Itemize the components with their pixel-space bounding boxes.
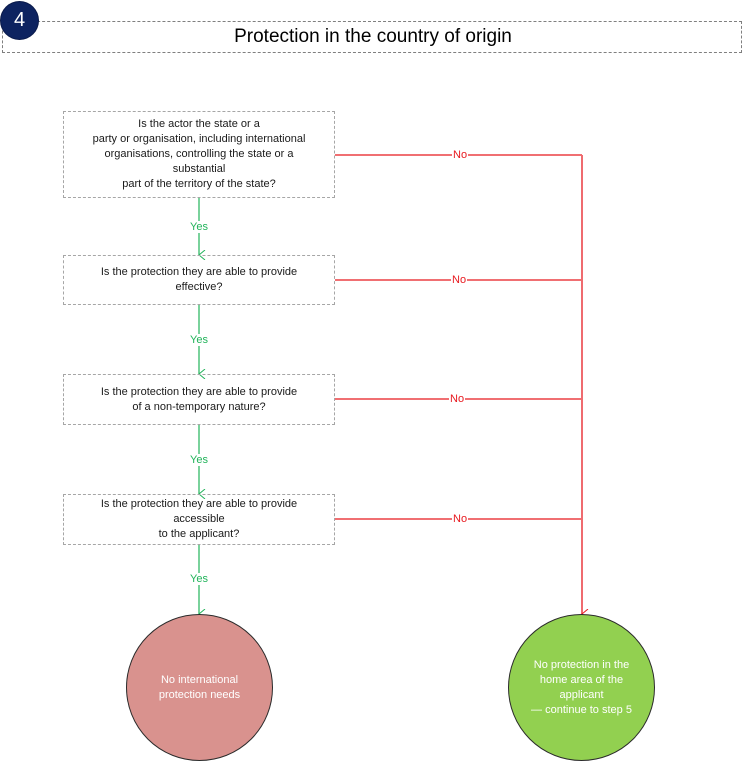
outcome-continue-step-5: No protection in the home area of the ap… (508, 614, 655, 761)
question-text: Is the protection they are able to provi… (100, 498, 298, 540)
question-text: Is the actor the state or a party or org… (92, 118, 306, 190)
step-title: Protection in the country of origin (234, 26, 512, 47)
yes-label-q3: Yes (189, 454, 209, 466)
outcome-text: No protection in the home area of the ap… (531, 658, 632, 716)
no-label-q2: No (451, 274, 468, 286)
question-box-non-temporary: Is the protection they are able to provi… (63, 374, 335, 425)
question-box-state-actor: Is the actor the state or a party or org… (63, 111, 335, 198)
yes-label-q1: Yes (189, 221, 209, 233)
outcome-no-protection-needs: No international protection needs (126, 614, 273, 761)
question-box-accessible: Is the protection they are able to provi… (63, 494, 335, 545)
no-label-q4: No (452, 513, 469, 525)
question-text: Is the protection they are able to provi… (100, 385, 298, 413)
question-text: Is the protection they are able to provi… (100, 266, 298, 293)
question-box-effective: Is the protection they are able to provi… (63, 255, 335, 305)
yes-label-q4: Yes (189, 573, 209, 585)
outcome-text: No international protection needs (158, 673, 241, 701)
no-label-q3: No (449, 393, 466, 405)
no-label-q1: No (452, 149, 469, 161)
step-number-badge: 4 (1, 2, 38, 39)
step-header-frame (2, 21, 742, 53)
yes-label-q2: Yes (189, 334, 209, 346)
